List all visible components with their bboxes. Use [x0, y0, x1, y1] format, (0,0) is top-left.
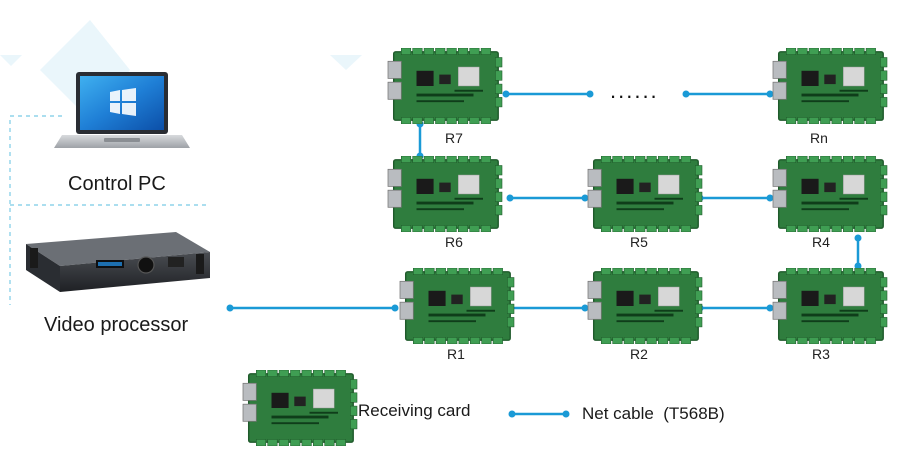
legend-net-cable-label: Net cable (T568B): [582, 404, 725, 423]
card-label-r2: R2: [630, 346, 648, 362]
video-processor-icon: [26, 232, 210, 292]
cable-endpoints: [226, 90, 862, 312]
card-label-r3: R3: [812, 346, 830, 362]
receiving-card-r1: [399, 268, 515, 344]
card-label-r7: R7: [445, 130, 463, 146]
receiving-card-r6: [387, 156, 503, 232]
laptop-icon: [54, 72, 190, 148]
card-label-r6: R6: [445, 234, 463, 250]
receiving-card-r2: [587, 268, 703, 344]
net-cables: [230, 92, 860, 310]
receiving-card-r7: [387, 48, 503, 124]
legend-card-icon: [242, 370, 358, 446]
card-label-r1: R1: [447, 346, 465, 362]
card-label-rn: Rn: [810, 130, 828, 146]
legend-cable-icon: [508, 410, 570, 418]
video-processor-label: Video processor: [44, 314, 189, 336]
control-link: [9, 115, 210, 305]
legend-receiving-card-label: Receiving card: [358, 401, 471, 420]
control-pc-label: Control PC: [68, 173, 166, 195]
more-cards-ellipsis: ......: [610, 78, 659, 103]
card-label-r5: R5: [630, 234, 648, 250]
receiving-card-rn: [772, 48, 888, 124]
background-decoration: [0, 20, 362, 120]
receiving-card-r3: [772, 268, 888, 344]
receiving-card-r5: [587, 156, 703, 232]
card-label-r4: R4: [812, 234, 830, 250]
receiving-card-r4: [772, 156, 888, 232]
